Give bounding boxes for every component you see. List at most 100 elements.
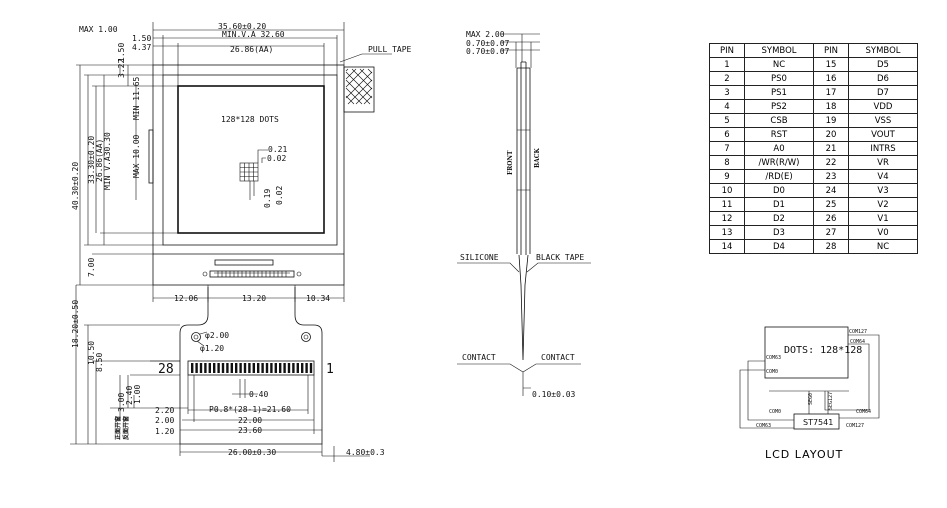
contact-pin bbox=[248, 363, 251, 373]
svg-text:26.00±0.30: 26.00±0.30 bbox=[228, 448, 276, 457]
svg-text:φ1.20: φ1.20 bbox=[200, 344, 224, 353]
contact-pin-grid bbox=[191, 363, 313, 373]
svg-text:4.37: 4.37 bbox=[132, 43, 151, 52]
pin-symbol-cell: INTRS bbox=[848, 141, 918, 156]
pin-number-cell: 23 bbox=[813, 169, 849, 184]
pin-symbol-cell: D7 bbox=[848, 85, 918, 100]
svg-text:0.70±0.07: 0.70±0.07 bbox=[466, 39, 510, 48]
svg-text:COM64: COM64 bbox=[850, 339, 865, 345]
locating-hole-left bbox=[191, 332, 201, 342]
chip-label: ST7541 bbox=[803, 418, 833, 427]
svg-text:MAX 10.00: MAX 10.00 bbox=[132, 134, 141, 178]
pin-symbol-cell: V3 bbox=[848, 183, 918, 198]
svg-text:2.40: 2.40 bbox=[125, 386, 134, 405]
pin-number-cell: 6 bbox=[709, 127, 745, 142]
svg-text:10.34: 10.34 bbox=[306, 294, 330, 303]
front-view: 128*128 DOTS 0.21 0.02 0.19 0.02 MAX 1.0… bbox=[71, 22, 412, 303]
pin-symbol-cell: /RD(E) bbox=[744, 169, 814, 184]
contact-pin bbox=[279, 363, 282, 373]
svg-text:φ2.00: φ2.00 bbox=[205, 331, 229, 340]
pin-symbol-cell: VOUT bbox=[848, 127, 918, 142]
contact-pin bbox=[261, 363, 264, 373]
pin-symbol-cell: PS1 bbox=[744, 85, 814, 100]
contact-pin bbox=[217, 363, 220, 373]
svg-text:MIN V.A30.30: MIN V.A30.30 bbox=[103, 132, 112, 190]
contact-pin bbox=[292, 363, 295, 373]
module-outline bbox=[152, 64, 345, 286]
pin-number-cell: 3 bbox=[709, 85, 745, 100]
table-header-row: PIN SYMBOL PIN SYMBOL bbox=[709, 43, 918, 58]
contact-pin bbox=[283, 363, 286, 373]
svg-text:26.86(AA): 26.86(AA) bbox=[95, 139, 104, 182]
contact-pin bbox=[305, 363, 308, 373]
contact-pin bbox=[204, 363, 207, 373]
pull-tape bbox=[343, 66, 375, 113]
header-symbol: SYMBOL bbox=[744, 43, 814, 58]
pin-number-cell: 7 bbox=[709, 141, 745, 156]
pin-symbol-cell: PS2 bbox=[744, 99, 814, 114]
pin-number-cell: 15 bbox=[813, 57, 849, 72]
pin-28-label: 28 bbox=[158, 362, 174, 377]
pin-number-cell: 28 bbox=[813, 239, 849, 254]
pin-number-cell: 18 bbox=[813, 99, 849, 114]
svg-text:26.86(AA): 26.86(AA) bbox=[230, 45, 273, 54]
svg-text:COM63: COM63 bbox=[766, 355, 781, 361]
svg-text:10.50: 10.50 bbox=[87, 341, 96, 365]
contact-pin bbox=[221, 363, 225, 373]
pin-number-cell: 26 bbox=[813, 211, 849, 226]
pin-number-cell: 20 bbox=[813, 127, 849, 142]
svg-text:P0.8*(28-1)=21.60: P0.8*(28-1)=21.60 bbox=[209, 405, 291, 414]
contact-pin bbox=[252, 363, 255, 373]
svg-text:COM0: COM0 bbox=[769, 409, 781, 415]
svg-text:MIN 11.65: MIN 11.65 bbox=[132, 76, 141, 120]
fpc-view: φ2.00 φ1.20 28 1 18.20±0.50 10.50 8.50 3… bbox=[70, 285, 385, 462]
svg-text:COM64: COM64 bbox=[856, 409, 871, 415]
svg-text:1.00: 1.00 bbox=[133, 385, 142, 404]
svg-text:3.00: 3.00 bbox=[117, 393, 126, 412]
svg-text:8.50: 8.50 bbox=[95, 353, 104, 372]
pin-number-cell: 4 bbox=[709, 99, 745, 114]
contact-pin bbox=[226, 363, 229, 373]
svg-text:COM0: COM0 bbox=[766, 369, 778, 375]
svg-text:COM127: COM127 bbox=[849, 329, 867, 335]
pin-symbol-cell: D1 bbox=[744, 197, 814, 212]
svg-text:7.00: 7.00 bbox=[87, 258, 96, 277]
pin-number-cell: 24 bbox=[813, 183, 849, 198]
contact-pin bbox=[296, 363, 299, 373]
pin-number-cell: 8 bbox=[709, 155, 745, 170]
svg-text:18.20±0.50: 18.20±0.50 bbox=[71, 300, 80, 348]
svg-text:正面开窗: 正面开窗 bbox=[114, 416, 122, 440]
pin-symbol-cell: CSB bbox=[744, 113, 814, 128]
contact-pin bbox=[199, 363, 203, 373]
pin-number-cell: 5 bbox=[709, 113, 745, 128]
contact-pin bbox=[208, 363, 211, 373]
svg-text:BLACK TAPE: BLACK TAPE bbox=[536, 253, 584, 262]
pin-number-cell: 2 bbox=[709, 71, 745, 86]
svg-text:SEG0: SEG0 bbox=[808, 393, 814, 405]
contact-pin bbox=[301, 363, 304, 373]
svg-text:MAX 1.00: MAX 1.00 bbox=[79, 25, 118, 34]
pin-symbol-cell: /WR(R/W) bbox=[744, 155, 814, 170]
contact-pin bbox=[213, 363, 216, 373]
svg-text:0.40: 0.40 bbox=[249, 390, 268, 399]
svg-text:0.02: 0.02 bbox=[275, 186, 284, 205]
fpc-contact-pads bbox=[187, 360, 315, 376]
svg-text:BACK: BACK bbox=[534, 147, 541, 168]
pin-number-cell: 12 bbox=[709, 211, 745, 226]
pin-symbol-cell: VSS bbox=[848, 113, 918, 128]
svg-text:12.06: 12.06 bbox=[174, 294, 198, 303]
pin-symbol-cell: V0 bbox=[848, 225, 918, 240]
contact-pin bbox=[195, 363, 198, 373]
header-pin: PIN bbox=[709, 43, 745, 58]
contact-pin bbox=[230, 363, 233, 373]
lcd-panel-box bbox=[764, 326, 849, 379]
